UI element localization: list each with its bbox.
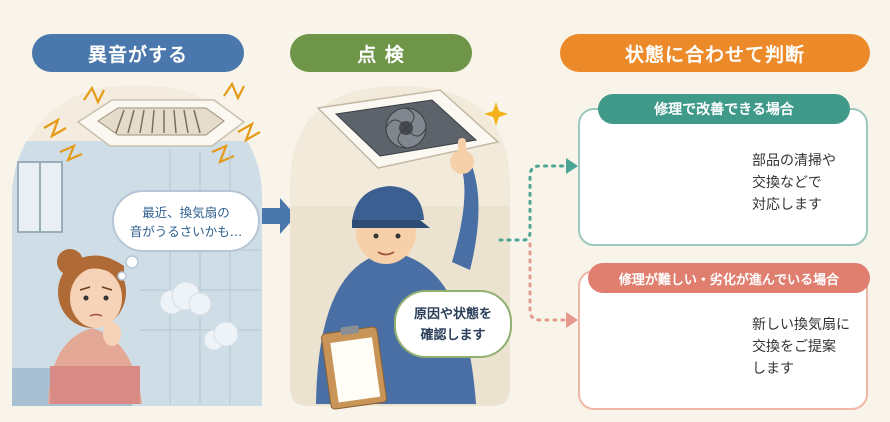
bathroom-window [17,161,63,233]
replace-option-text: 新しい換気扇に 交換をご提案 します [752,314,850,380]
repair-option-text: 部品の清掃や 交換などで 対応します [752,150,836,216]
replace-line-1: 新しい換気扇に [752,317,850,333]
thought-bubble: 最近、換気扇の 音がうるさいかも… [112,190,260,252]
replace-option-title: 修理が難しい・劣化が進んでいる場合 [588,263,870,293]
step-1-header: 異音がする [32,34,244,72]
arrow-head-teal-icon [566,158,578,174]
speech-line-2: 確認します [420,328,486,343]
sparkle-icon [484,102,508,126]
repair-line-3: 対応します [752,197,822,213]
speech-bubble: 原因や状態を 確認します [394,290,512,358]
step-3-header: 状態に合わせて判断 [560,34,870,72]
worried-woman-illustration [48,249,142,404]
arrow-head-pink-icon [566,312,578,328]
steam-cloud [159,281,239,351]
bathroom-tiles [140,150,262,404]
noise-zigzag-icon [43,81,261,165]
repair-option-title: 修理で改善できる場合 [598,94,850,124]
fan-illustration [316,89,500,169]
repair-line-2: 交換などで [752,175,822,191]
replace-line-2: 交換をご提案 [752,339,836,355]
branch-connector [498,164,568,322]
repair-line-1: 部品の清掃や [752,153,836,169]
repair-option-box [578,108,868,246]
speech-line-1: 原因や状態を [413,307,492,322]
thought-line-1: 最近、換気扇の [142,205,230,220]
replace-line-3: します [752,361,794,377]
arrow-right-icon [262,198,296,234]
thought-dots [117,255,139,281]
step-2-header: 点 検 [290,34,472,72]
thought-line-2: 音がうるさいかも… [129,224,243,239]
noisy-fan-illustration [76,99,246,147]
